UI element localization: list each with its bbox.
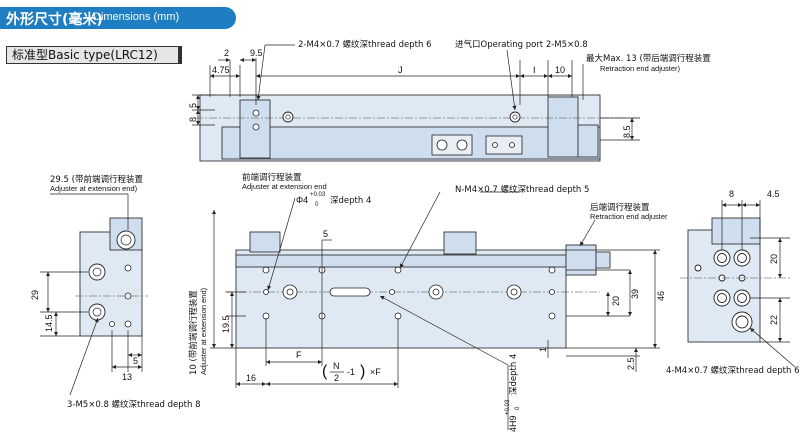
phi-note: Φ4 bbox=[296, 195, 308, 205]
dim-20-front: 20 bbox=[611, 296, 621, 306]
top-port-left bbox=[282, 111, 294, 123]
dim-22: 22 bbox=[769, 315, 779, 325]
h9-depth: 深depth 4 bbox=[509, 354, 519, 395]
rear-adjuster-screw bbox=[595, 251, 611, 269]
dim-4-5: 4.5 bbox=[767, 189, 780, 199]
phi-tol-lower: 0 bbox=[315, 202, 319, 208]
right-thread-note: 4-M4×0.7 螺纹深thread depth 6 bbox=[666, 365, 799, 376]
left-port-lower bbox=[88, 303, 106, 321]
dim-16: 16 bbox=[246, 373, 256, 383]
dim-46: 46 bbox=[656, 291, 666, 301]
title-banner: 外形尺寸(毫米) Dimensions (mm) bbox=[0, 7, 236, 29]
dim-19-5: 19.5 bbox=[221, 315, 231, 333]
top-view-adjuster bbox=[577, 124, 599, 158]
front-view: 前端调行程装置 Adjuster at extension end Φ4 +0.… bbox=[188, 172, 668, 432]
rear-adj-cn: 后端调行程装置 bbox=[590, 202, 650, 213]
left-port-upper bbox=[88, 263, 106, 281]
dim-39: 39 bbox=[630, 289, 640, 299]
dim-5-top: 5 bbox=[188, 103, 198, 108]
dim-8-5: 8.5 bbox=[622, 125, 632, 138]
top-thread-note: 2-M4×0.7 螺纹深thread depth 6 bbox=[298, 39, 431, 50]
dim-20-right: 20 bbox=[769, 254, 779, 264]
left-view: 29 14.5 5 13 29.5 (带前端调行程装置 Adjuster at … bbox=[30, 174, 200, 410]
phi-tol-upper: +0.03 bbox=[310, 192, 326, 198]
title-en: Dimensions (mm) bbox=[93, 11, 180, 23]
formula-times: ×F bbox=[370, 367, 381, 377]
dim-13: 13 bbox=[122, 372, 132, 382]
left-adj-note-en: Adjuster at extension end) bbox=[50, 184, 138, 193]
title-cn: 外形尺寸(毫米) bbox=[6, 12, 103, 28]
h9-tol-lower: 0 bbox=[515, 406, 521, 410]
svg-text:): ) bbox=[360, 363, 365, 380]
dim-10: 10 bbox=[555, 65, 565, 75]
top-view: 2 9.5 4.75 J I 10 5 8 8.5 2-M4×0.7 螺纹深th… bbox=[188, 39, 711, 162]
top-view-slide bbox=[221, 126, 601, 160]
rear-adjuster bbox=[565, 244, 597, 276]
dim-2: 2 bbox=[224, 48, 229, 58]
h9-label: 4H9 bbox=[508, 415, 518, 432]
formula-rest: -1 bbox=[347, 367, 355, 377]
front-adj-en: Adjuster at extension end bbox=[242, 182, 327, 191]
dim-1: 1 bbox=[538, 347, 548, 352]
vert-adj-note-en: Adjuster at extension end) bbox=[199, 287, 208, 375]
phi-depth: 深depth 4 bbox=[330, 196, 371, 206]
top-max-note: 最大Max. 13 (带后端调行程装置 bbox=[586, 53, 711, 64]
dim-5-front: 5 bbox=[323, 229, 328, 239]
dim-14-5: 14.5 bbox=[44, 314, 54, 332]
top-port-right bbox=[509, 111, 521, 123]
dim-5-left: 5 bbox=[133, 356, 138, 366]
dim-8-top: 8 bbox=[188, 117, 198, 122]
dim-4-75: 4.75 bbox=[212, 65, 230, 75]
dim-f: F bbox=[296, 350, 302, 360]
dim-j: J bbox=[398, 65, 403, 75]
top-view-end-block bbox=[547, 96, 579, 158]
formula: ( N 2 -1 ) ×F bbox=[322, 361, 381, 383]
right-view-top bbox=[711, 217, 761, 245]
formula-n: N bbox=[333, 361, 340, 371]
top-max-note-en: Retraction end adjuster) bbox=[600, 64, 681, 73]
right-view: 8 4.5 20 22 4-M4×0.7 螺纹深thread depth 6 bbox=[666, 189, 799, 376]
vert-adj-note: 10 (带前端调行程装置 bbox=[188, 290, 199, 375]
dim-i: I bbox=[533, 65, 536, 75]
dim-9-5: 9.5 bbox=[250, 48, 263, 58]
formula-2: 2 bbox=[334, 373, 339, 383]
h9-note: 4H9 +0.03 0 深depth 4 bbox=[505, 354, 521, 432]
front-adjuster bbox=[249, 231, 281, 253]
left-adj-note: 29.5 (带前端调行程装置 bbox=[50, 174, 143, 185]
type-label: 标准型Basic type(LRC12) bbox=[6, 46, 182, 64]
front-top-block bbox=[443, 231, 477, 255]
dim-29: 29 bbox=[30, 290, 40, 300]
top-port-note: 进气口Operating port 2-M5×0.8 bbox=[455, 39, 588, 50]
svg-text:(: ( bbox=[322, 363, 328, 380]
dim-2-5: 2.5 bbox=[626, 357, 636, 370]
n-thread-note: N-M4×0.7 螺纹深thread depth 5 bbox=[455, 184, 589, 195]
rear-adj-en: Retraction end adjuster bbox=[590, 212, 668, 221]
left-thread-note: 3-M5×0.8 螺纹深thread depth 8 bbox=[67, 399, 200, 410]
h9-tol-upper: +0.03 bbox=[505, 399, 511, 415]
dim-8-right: 8 bbox=[729, 189, 734, 199]
front-adj-cn: 前端调行程装置 bbox=[242, 172, 302, 183]
